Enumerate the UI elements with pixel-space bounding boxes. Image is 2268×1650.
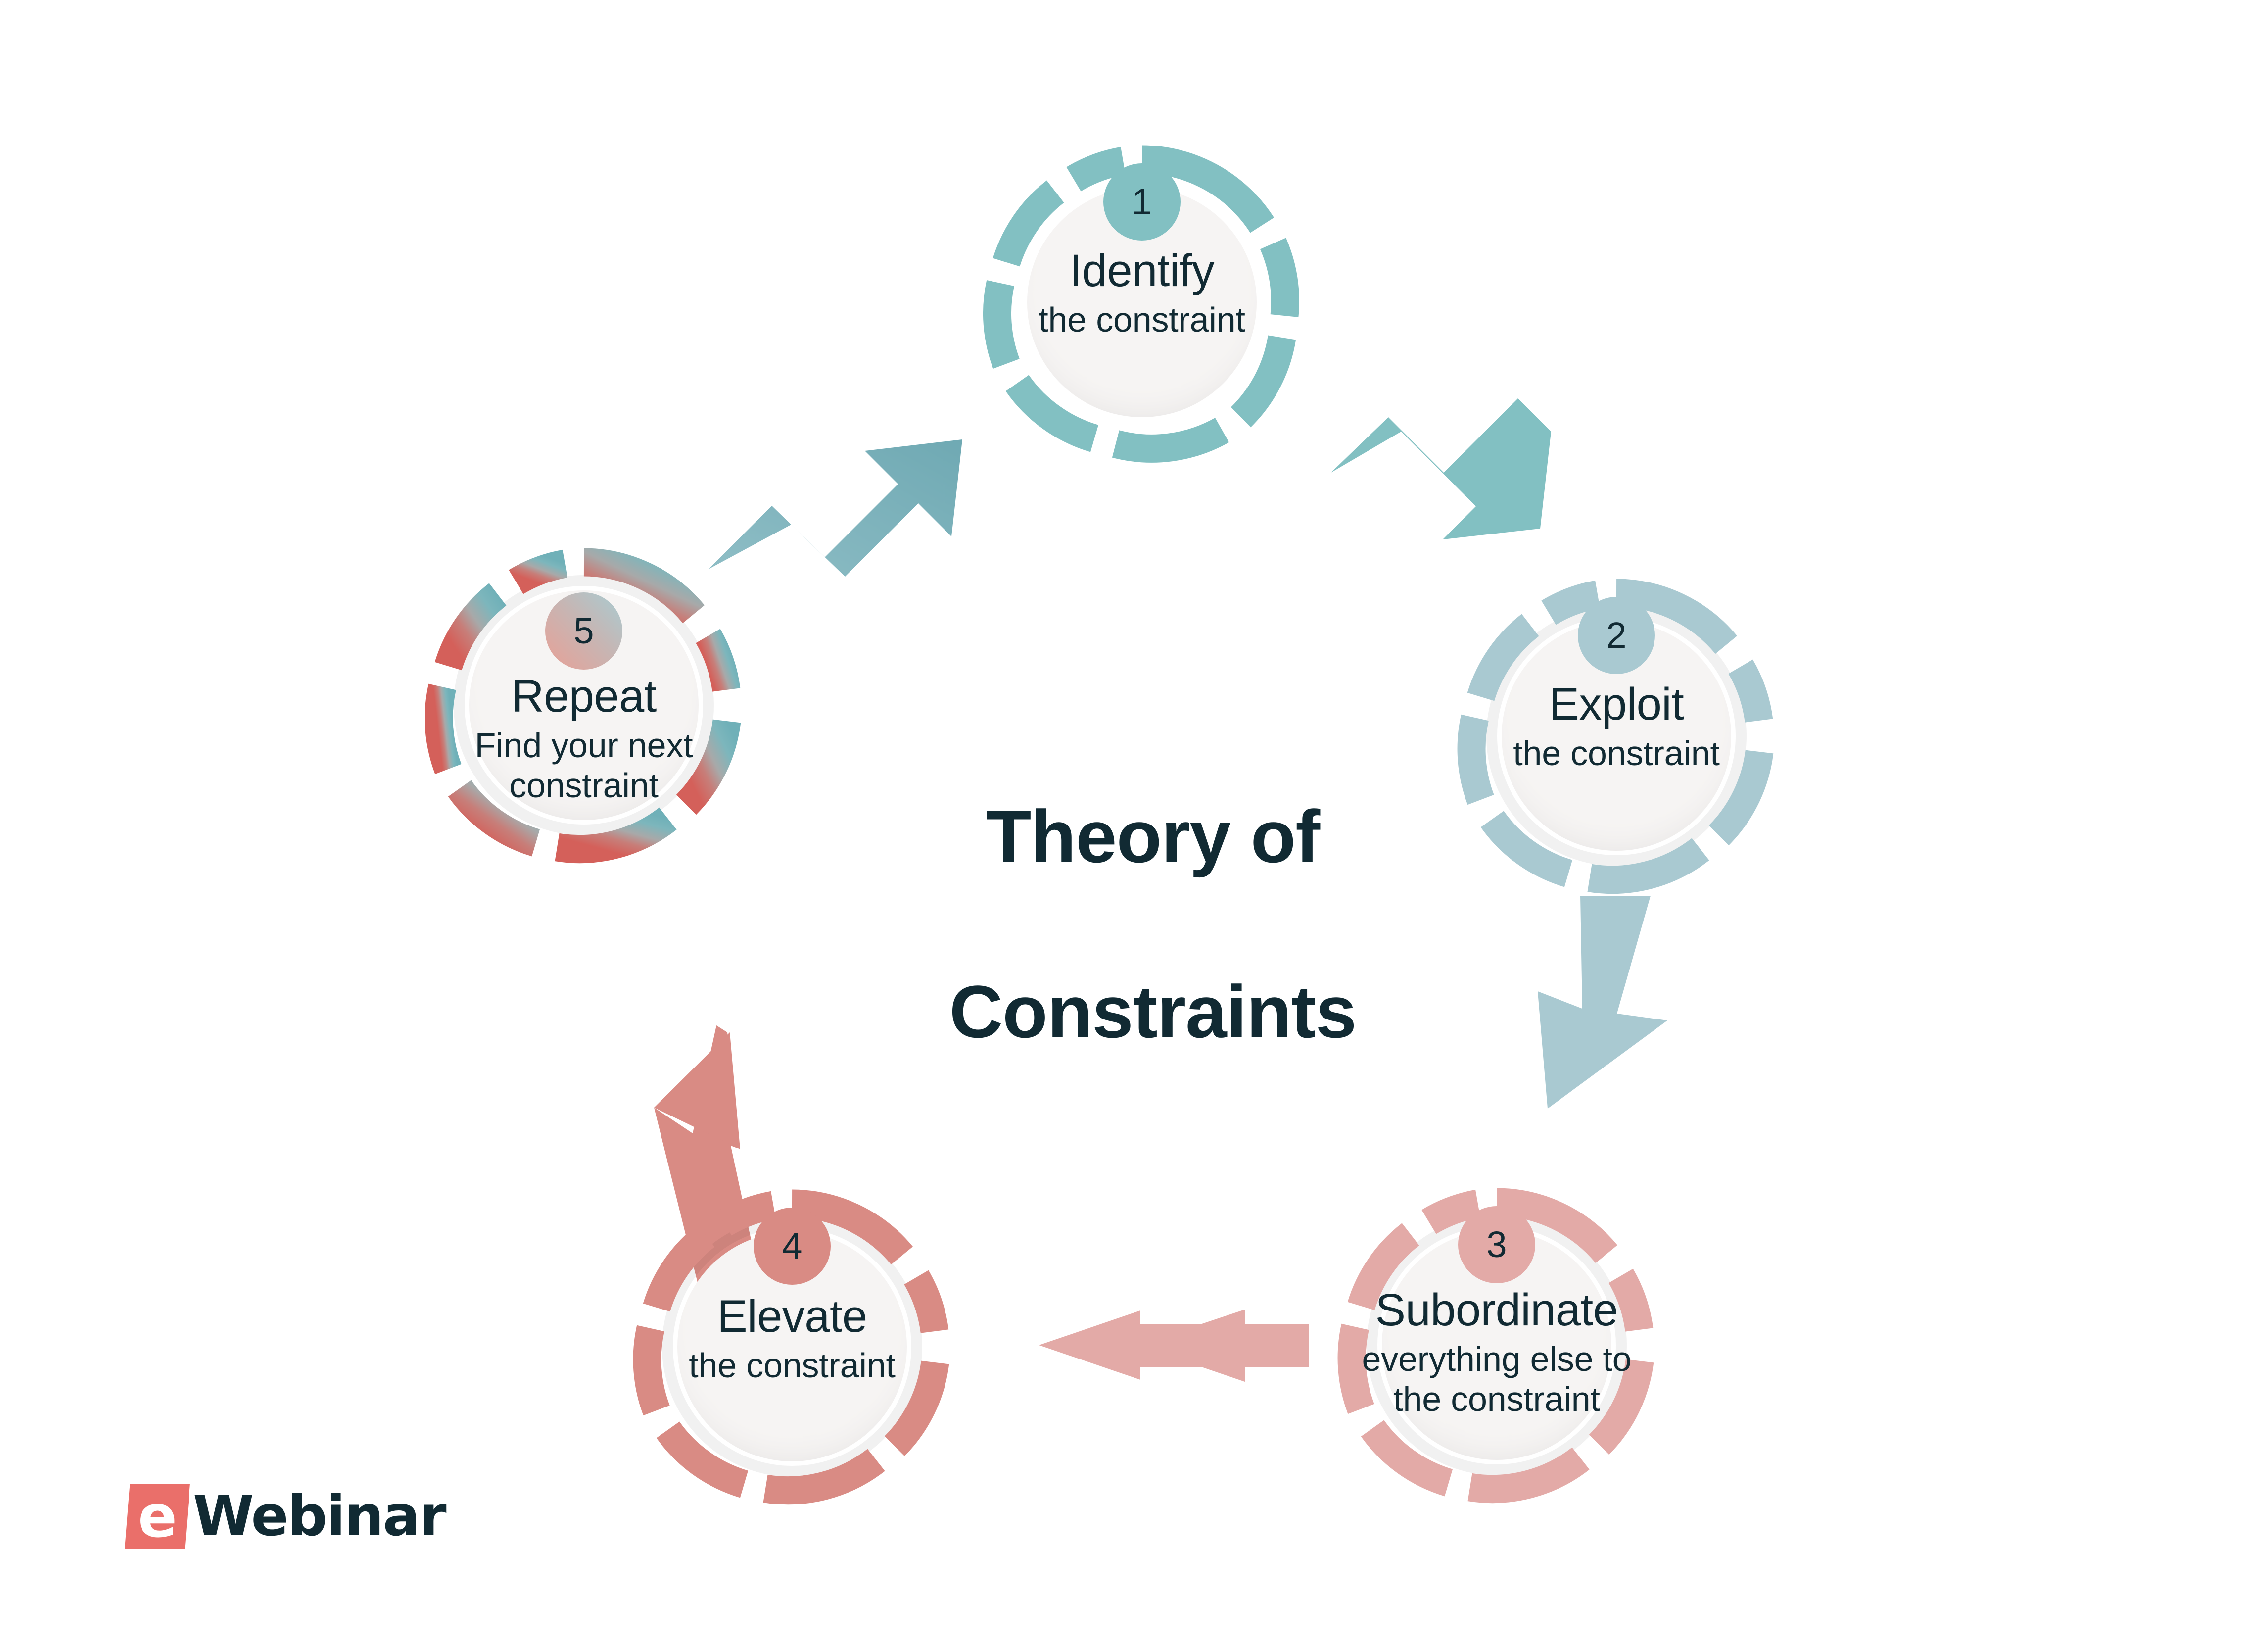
step-badge-4-shape: [754, 1208, 831, 1285]
arrow-5-to-1: [709, 439, 962, 577]
step-number-1: 1: [1103, 163, 1181, 241]
step-number-1-value: 1: [1132, 181, 1152, 222]
step-badge-5-shape: [545, 592, 622, 670]
ewebinar-logo: e Webinar: [125, 1484, 447, 1549]
arrow-3-to-4: [1039, 1310, 1309, 1382]
logo-e-letter: e: [137, 1482, 178, 1551]
step-number-4-value: 4: [782, 1225, 803, 1266]
step-badge-1-shape: [1103, 163, 1181, 241]
step-node-5-ring: [425, 548, 741, 864]
step-badge-3-shape: [1458, 1206, 1535, 1283]
step-node-1-ring: [983, 145, 1299, 463]
step-number-2-value: 2: [1606, 615, 1627, 656]
arrow-1-to-2: [1331, 398, 1551, 539]
step-number-4: 4: [754, 1208, 831, 1285]
step-number-3: 3: [1458, 1206, 1535, 1283]
step-number-3-value: 3: [1486, 1224, 1507, 1265]
page-title: Theory of Constraints: [881, 705, 1425, 1143]
step-number-5-value: 5: [573, 610, 594, 651]
step-number-2: 2: [1578, 597, 1655, 674]
step-node-4-ring: [633, 1189, 949, 1505]
step-number-5: 5: [545, 592, 622, 670]
page-title-line1: Theory of: [986, 795, 1320, 878]
arrow-2-to-3: [1538, 896, 1667, 1109]
step-badge-2-shape: [1578, 597, 1655, 674]
logo-e-badge-icon: e: [125, 1484, 190, 1549]
page-title-line2: Constraints: [949, 970, 1357, 1053]
step-node-2-ring: [1457, 579, 1774, 894]
step-node-3-ring: [1337, 1188, 1654, 1504]
logo-wordmark: Webinar: [193, 1484, 447, 1549]
